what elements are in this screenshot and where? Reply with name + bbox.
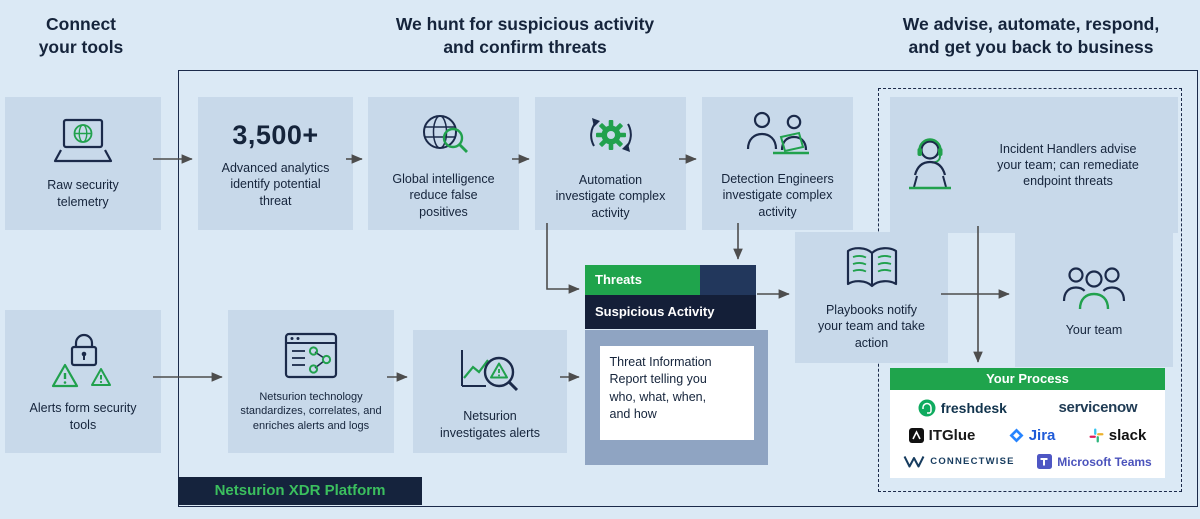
open-book-icon [841,244,903,294]
freshdesk-icon [918,399,936,417]
threats-tab: Threats [585,265,700,295]
jira-icon [1009,428,1024,443]
connectwise-wordmark: CONNECTWISE [930,456,1015,468]
playbooks-label: Playbooks notify your team and take acti… [817,303,925,350]
raw-telemetry-box: Raw security telemetry [5,97,161,230]
browser-nodes-icon [279,330,343,382]
slack-icon [1089,428,1104,443]
laptop-globe-icon [51,117,115,169]
analytics-count: 3,500+ [232,120,319,151]
xdr-platform-border [178,70,1198,507]
automation-gear-icon [581,106,641,164]
raw-telemetry-label: Raw security telemetry [47,178,119,209]
threat-information-report: Threat Information Report telling you wh… [599,346,754,440]
threat-report-panel: Threat Information Report telling you wh… [585,330,768,465]
connectwise-logo: CONNECTWISE [903,455,1014,468]
msteams-wordmark: Microsoft Teams [1057,454,1152,469]
standardize-label: Netsurion technology standardizes, corre… [240,391,382,432]
detection-engineers-label: Detection Engineers investigate complex … [721,172,834,219]
header-hunt-activity: We hunt for suspicious activity and conf… [395,14,655,58]
header-advise-respond: We advise, automate, respond, and get yo… [902,14,1160,58]
advanced-analytics-label: Advanced analytics identify potential th… [221,161,330,208]
suspicious-activity-tab: Suspicious Activity [585,295,756,329]
detection-engineers-box: Detection Engineers investigate complex … [702,97,853,230]
incident-handlers-label: Incident Handlers advise your team; can … [997,141,1139,189]
automation-label: Automation investigate complex activity [555,173,666,220]
header-connect-tools: Connect your tools [38,14,124,58]
logo-row-2: ITGlue Jira slack [892,426,1163,444]
itglue-logo: ITGlue [908,426,976,444]
investigate-alerts-label: Netsurion investigates alerts [439,409,541,440]
alerts-box: Alerts form security tools [5,310,161,453]
headset-agent-icon [900,135,960,195]
servicenow-logo: servicenow [1059,400,1138,415]
chart-magnifier-alert-icon [456,342,524,400]
msteams-icon [1037,454,1053,470]
slack-wordmark: slack [1108,426,1147,444]
logo-row-3: CONNECTWISE Microsoft Teams [892,454,1163,470]
investigate-alerts-box: Netsurion investigates alerts [413,330,567,453]
threats-folder: Threats Suspicious Activity [585,265,756,329]
detection-engineers-icon [741,107,815,163]
jira-logo: Jira [1009,426,1056,444]
alerts-label: Alerts form security tools [29,401,137,432]
freshdesk-logo: freshdesk [918,399,1007,417]
globe-magnifier-icon [413,107,475,163]
global-intelligence-label: Global intelligence reduce false positiv… [392,172,495,219]
netsurion-xdr-platform-label: Netsurion XDR Platform [178,477,422,505]
itglue-icon [908,427,924,443]
playbooks-box: Playbooks notify your team and take acti… [795,232,948,363]
your-team-box: Your team [1015,232,1173,367]
lock-alert-icon [49,330,117,392]
logo-row-1: freshdesk servicenow [892,399,1163,417]
automation-box: Automation investigate complex activity [535,97,686,230]
your-team-label: Your team [1065,323,1123,338]
your-process-logos-panel: freshdesk servicenow ITGlue Jira slack [890,390,1165,478]
team-people-icon [1059,260,1129,314]
your-process-header: Your Process [890,368,1165,390]
itglue-wordmark: ITGlue [928,426,976,444]
msteams-logo: Microsoft Teams [1037,454,1152,470]
slack-logo: slack [1089,426,1147,444]
incident-handlers-box: Incident Handlers advise your team; can … [890,97,1178,233]
connectwise-icon [903,456,925,468]
freshdesk-wordmark: freshdesk [940,399,1007,416]
threats-tab-fill [700,265,756,295]
advanced-analytics-box: 3,500+ Advanced analytics identify poten… [198,97,353,230]
global-intelligence-box: Global intelligence reduce false positiv… [368,97,519,230]
jira-wordmark: Jira [1028,426,1056,444]
standardize-box: Netsurion technology standardizes, corre… [228,310,394,453]
servicenow-wordmark: servicenow [1058,399,1138,417]
